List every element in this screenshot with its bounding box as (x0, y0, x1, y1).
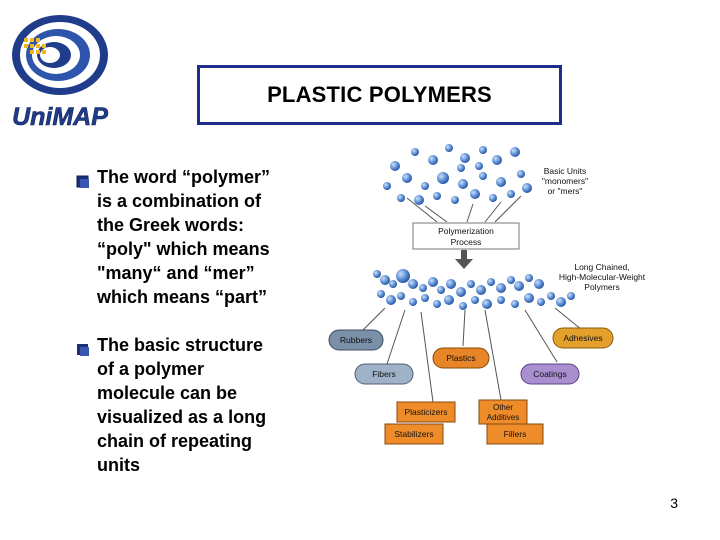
category-rubbers: Rubbers (328, 329, 384, 351)
logo-text: UniMAP (12, 103, 108, 131)
bullet-text: The word “polymer” is a combination of t… (97, 167, 271, 307)
category-plastics: Plastics (432, 347, 490, 369)
svg-text:Stabilizers: Stabilizers (394, 429, 433, 439)
polymerization-process-box: Polymerization Process (412, 222, 520, 250)
category-fillers: Fillers (486, 423, 544, 445)
svg-text:High-Molecular-Weight: High-Molecular-Weight (559, 272, 646, 282)
process-label-line2: Process (451, 237, 482, 247)
category-plasticizers: Plasticizers (396, 401, 456, 423)
category-coatings: Coatings (520, 363, 580, 385)
category-fibers: Fibers (354, 363, 414, 385)
svg-text:Fillers: Fillers (504, 429, 527, 439)
svg-text:Adhesives: Adhesives (563, 333, 602, 343)
svg-text:Rubbers: Rubbers (340, 335, 372, 345)
svg-text:Fibers: Fibers (372, 369, 396, 379)
logo-emblem (12, 15, 108, 95)
svg-text:Coatings: Coatings (533, 369, 567, 379)
page-number: 3 (670, 495, 678, 511)
svg-text:Plastics: Plastics (446, 353, 475, 363)
converge-arrows (406, 195, 522, 223)
svg-text:or "mers": or "mers" (548, 186, 583, 196)
category-stabilizers: Stabilizers (384, 423, 444, 445)
bullet-text: The basic structure of a polymer molecul… (97, 335, 267, 475)
polymer-diagram: Polymerization Process Basic Units "mono… (325, 138, 665, 450)
svg-text:Polymers: Polymers (584, 282, 619, 292)
unimap-logo: UniMAP (4, 8, 116, 132)
svg-text:Other: Other (493, 403, 513, 412)
category-adhesives: Adhesives (552, 327, 614, 349)
polymer-chain (373, 269, 575, 310)
polymer-label: Long Chained, High-Molecular-Weight Poly… (559, 262, 646, 292)
process-label-line1: Polymerization (438, 226, 494, 236)
checkbox-bullet-icon (76, 333, 94, 477)
svg-text:Long Chained,: Long Chained, (574, 262, 629, 272)
monomer-label: Basic Units "monomers" or "mers" (542, 166, 588, 196)
bullet-item: The basic structure of a polymer molecul… (76, 333, 306, 477)
bullet-list: The word “polymer” is a combination of t… (76, 165, 306, 501)
checkbox-bullet-icon (76, 165, 94, 309)
bullet-item: The word “polymer” is a combination of t… (76, 165, 306, 309)
svg-text:"monomers": "monomers" (542, 176, 588, 186)
svg-text:Basic Units: Basic Units (544, 166, 587, 176)
down-arrow-icon (455, 250, 473, 269)
radiating-arrows (362, 307, 588, 403)
title-box: PLASTIC POLYMERS (197, 65, 562, 125)
monomer-balls (383, 144, 532, 205)
svg-text:Plasticizers: Plasticizers (405, 407, 448, 417)
page-title: PLASTIC POLYMERS (267, 82, 492, 107)
category-other-additives: Other Additives (478, 399, 528, 425)
svg-text:Additives: Additives (487, 413, 519, 422)
